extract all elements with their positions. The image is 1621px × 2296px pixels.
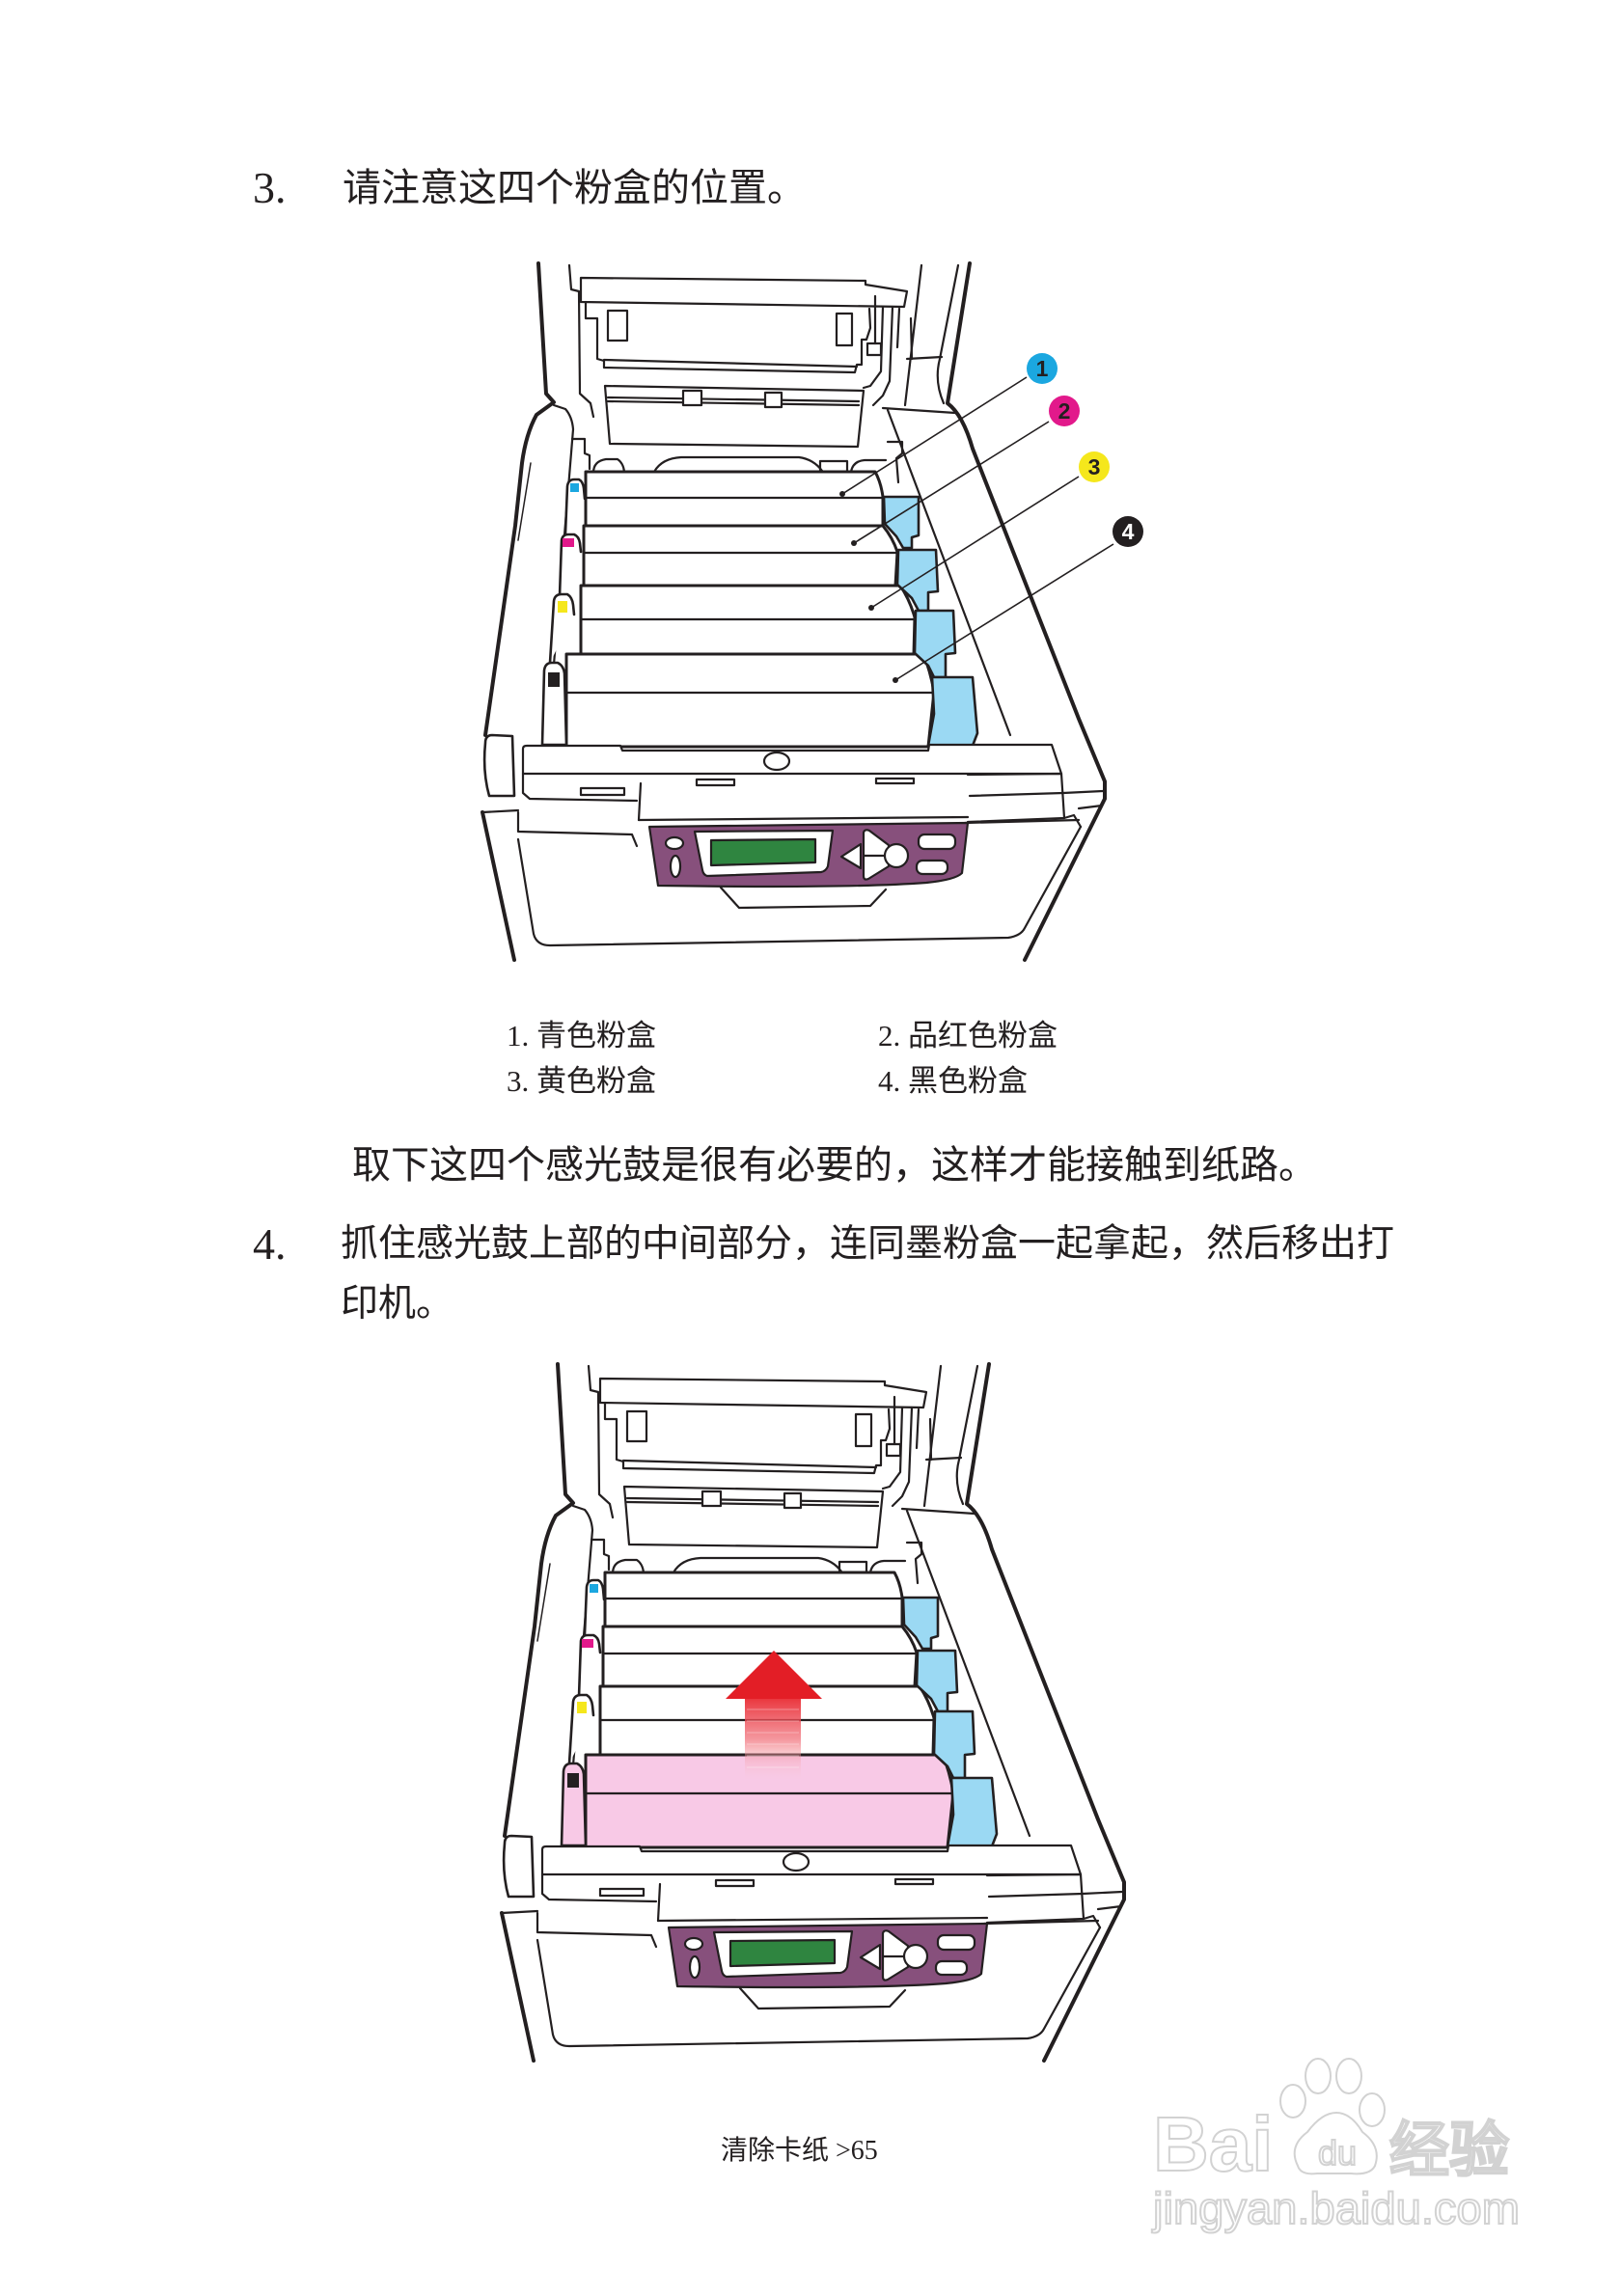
- callout-3: 3: [1079, 451, 1110, 482]
- callout-2-badge: [1049, 396, 1080, 426]
- paw-logo-icon: du: [1279, 2058, 1386, 2175]
- callout-3-label: 3: [1088, 454, 1101, 479]
- step-3-number: 3.: [253, 163, 287, 212]
- watermark-brand-left: Bai: [1153, 2101, 1274, 2187]
- caption-cyan-toner: 1. 青色粉盒: [507, 1019, 656, 1052]
- step-3-text: 请注意这四个粉盒的位置。: [343, 166, 806, 209]
- callout-1-badge: [1027, 353, 1058, 384]
- callout-3-badge: [1079, 451, 1110, 482]
- arrow-head: [726, 1651, 822, 1699]
- step-4-text: 抓住感光鼓上部的中间部分，连同墨粉盒一起拿起，然后移出打印机。: [341, 1223, 1395, 1325]
- lift-arrow-icon: [726, 1651, 822, 1781]
- caption-yellow-toner: 3. 黄色粉盒: [507, 1064, 656, 1098]
- callout-4: 4: [1113, 516, 1143, 547]
- watermark-url: jingyan.baidu.com: [1151, 2183, 1520, 2233]
- callout-1-label: 1: [1036, 356, 1049, 381]
- drum-removal-note: 取下这四个感光鼓是很有必要的，这样才能接触到纸路。: [352, 1143, 1317, 1187]
- callout-2-label: 2: [1058, 398, 1071, 424]
- watermark-brand-paw: du: [1318, 2133, 1357, 2173]
- callout-4-label: 4: [1122, 519, 1135, 544]
- printer-illustration-toner-locations: [481, 261, 1107, 962]
- callout-1: 1: [1027, 353, 1058, 384]
- callout-2: 2: [1049, 396, 1080, 426]
- caption-black-toner: 4. 黑色粉盒: [878, 1064, 1028, 1098]
- watermark-brand-right: 经验: [1389, 2118, 1509, 2184]
- caption-magenta-toner: 2. 品红色粉盒: [878, 1019, 1058, 1052]
- step-4-number: 4.: [253, 1219, 287, 1269]
- callout-group: [839, 376, 1114, 683]
- page-footer: 清除卡纸 >65: [721, 2136, 878, 2166]
- baidu-jingyan-watermark: Bai du 经验 jingyan.baidu.com: [1150, 2058, 1521, 2234]
- callout-4-badge: [1113, 516, 1143, 547]
- printer-illustration-remove-drum: [500, 1362, 1126, 2063]
